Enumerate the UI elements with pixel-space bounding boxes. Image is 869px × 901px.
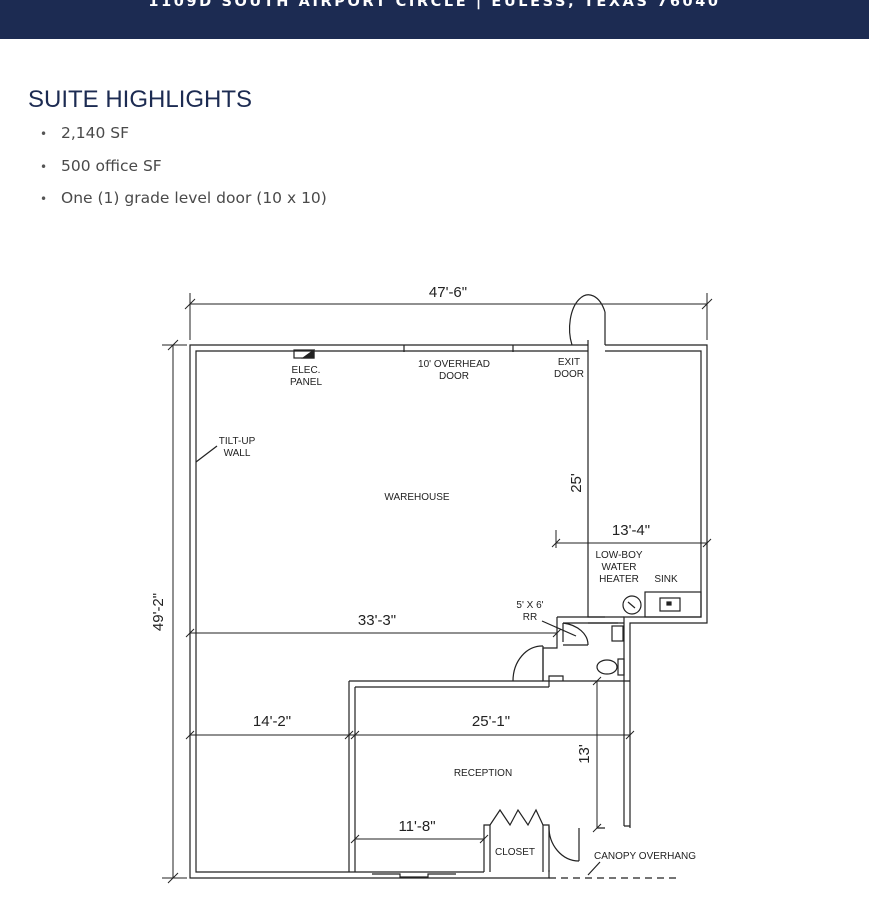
closet-bifold-door (489, 808, 544, 827)
header-banner: 1109D SOUTH AIRPORT CIRCLE | EULESS, TEX… (0, 0, 869, 39)
reception-label: RECEPTION (454, 768, 512, 779)
closet-walls (483, 824, 550, 872)
dim-reception-depth: 13' (576, 744, 593, 764)
water-heater-label-2: WATER (602, 562, 637, 573)
water-heater-label-3: HEATER (599, 574, 639, 585)
outer-wall-inner (195, 350, 702, 873)
elec-panel-label-2: PANEL (290, 377, 322, 388)
restroom-leader (541, 620, 577, 637)
outer-wall-outer (189, 344, 708, 879)
restroom-door-arc (562, 622, 589, 646)
sink-counter (644, 591, 702, 618)
highlight-text: 2,140 SF (61, 124, 130, 142)
toilet-tank (617, 658, 625, 676)
overhead-door-label-1: 10' OVERHEAD (418, 359, 490, 370)
highlight-item: • 500 office SF (40, 157, 327, 190)
dim-overall-width: 47'-6" (429, 284, 467, 301)
dim-exit-depth: 25' (568, 473, 585, 493)
sink-label: SINK (654, 574, 678, 585)
restroom-label-2: RR (523, 612, 537, 623)
property-address: 1109D SOUTH AIRPORT CIRCLE | EULESS, TEX… (148, 0, 721, 10)
office-wall-left (348, 681, 356, 872)
dim-mech-width: 13'-4" (612, 522, 650, 539)
canopy-leader (587, 861, 601, 876)
highlight-text: 500 office SF (61, 156, 162, 175)
tilt-up-leader (195, 445, 218, 463)
dim-warehouse-width: 33'-3" (358, 612, 396, 629)
highlights-list: • 2,140 SF • 500 office SF • One (1) grade … (40, 124, 327, 222)
restroom-sink (611, 625, 624, 642)
dim-overall-depth: 49'-2" (150, 593, 167, 631)
bullet-icon: • (40, 127, 48, 141)
office-door-arc (512, 645, 544, 682)
section-title: SUITE HIGHLIGHTS (28, 86, 253, 113)
highlight-item: • 2,140 SF (40, 124, 327, 157)
warehouse-label: WAREHOUSE (384, 492, 450, 503)
closet-label: CLOSET (495, 847, 535, 858)
storefront (372, 871, 456, 879)
canopy-label: CANOPY OVERHANG (594, 851, 696, 862)
dim-closet-offset: 11'-8" (398, 818, 435, 835)
water-heater-label-1: LOW-BOY (595, 550, 642, 561)
entry-door-arc (548, 825, 580, 862)
tilt-up-label-2: WALL (224, 448, 251, 459)
reception-right-wall (624, 680, 630, 827)
exit-door-label-1: EXIT (558, 357, 580, 368)
bullet-icon: • (40, 192, 48, 206)
sink-drain (666, 601, 672, 606)
bullet-icon: • (40, 159, 48, 174)
highlight-item: • One (1) grade level door (10 x 10) (40, 189, 327, 222)
exit-door-leaf (587, 312, 606, 345)
dim-reception-width: 25'-1" (472, 713, 510, 730)
toilet-bowl (596, 659, 618, 675)
elec-panel-label-1: ELEC. (292, 365, 321, 376)
exit-door-arc (569, 294, 606, 346)
office-wall-top (349, 680, 550, 688)
highlight-text: One (1) grade level door (10 x 10) (61, 189, 327, 207)
exit-door-label-2: DOOR (554, 369, 584, 380)
sink-basin (659, 597, 681, 612)
water-heater (622, 595, 642, 615)
restroom-label-1: 5' X 6' (516, 600, 543, 611)
dim-left-width: 14'-2" (253, 713, 291, 730)
overhead-door-label-2: DOOR (439, 371, 469, 382)
tilt-up-label-1: TILT-UP (219, 436, 256, 447)
